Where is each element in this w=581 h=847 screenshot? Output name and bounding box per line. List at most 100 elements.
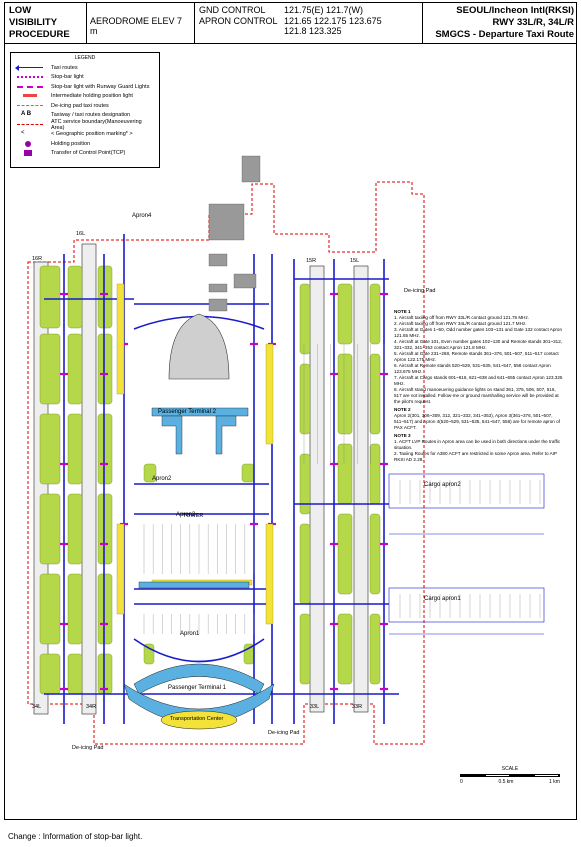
holding-icon <box>15 140 47 147</box>
legend-item-arrow-blue: Taxi routes <box>15 63 155 73</box>
runway-16r-34l <box>33 261 49 715</box>
terminal1-label: Passenger Terminal 1 <box>168 685 226 691</box>
apron4-label: Apron4 <box>132 213 152 219</box>
grass-area <box>97 573 113 645</box>
control-row: GND CONTROL 121.75(E) 121.7(W) <box>199 5 418 16</box>
aerodrome-elevation: AERODROME ELEV 7 m <box>87 3 195 43</box>
chart-title: SEOUL/Incheon Intl(RKSI) RWY 33L/R, 34L/… <box>423 3 578 43</box>
legend-label: < Geographic position marking* > <box>51 131 133 138</box>
grass-area <box>369 443 381 505</box>
legend-ab: A B <box>21 111 32 118</box>
grass-area <box>97 333 113 405</box>
text-ab-icon: A B <box>15 111 47 118</box>
control-row: 121.8 123.325 <box>199 26 418 37</box>
legend-label: Stop-bar light with Runway Guard Lights <box>51 83 150 90</box>
grass-area <box>143 463 157 483</box>
control-label <box>199 26 284 37</box>
atc-boundary-icon <box>15 122 47 128</box>
grass-area <box>67 493 83 565</box>
arrow-blue-icon <box>15 64 47 71</box>
chart-subtitle: SMGCS - Departure Taxi Route <box>435 29 574 40</box>
note2-title: NOTE 2 <box>394 407 411 412</box>
passenger-terminal-2 <box>151 313 249 455</box>
grass-area <box>337 613 353 685</box>
legend-item-text-ab: A B Taxiway / taxi routes designation <box>15 111 155 121</box>
grass-area <box>97 265 113 329</box>
note2-text: Apron 2(301, 306~309, 312, 321~332, 341~… <box>394 413 560 430</box>
runway-16l-34r <box>81 243 97 715</box>
control-frequency: 121.8 123.325 <box>284 26 342 36</box>
grass-area <box>337 443 353 505</box>
grass-area <box>369 613 381 685</box>
apron3-label: Apron3 <box>176 512 196 518</box>
note1-item: 6. Aircraft at Remote stands 520~529, 53… <box>394 363 551 374</box>
runway-designators: RWY 33L/R, 34L/R <box>492 17 574 28</box>
grass-area <box>39 413 61 485</box>
geo-icon: < <box>21 130 25 137</box>
legend-label: Holding position <box>51 140 91 147</box>
rwy-34l-label: 34L <box>32 704 42 710</box>
concourse <box>138 581 250 589</box>
runway-15l-33r <box>353 265 369 713</box>
deice-icon <box>15 103 47 109</box>
scale-left: 0 <box>460 779 463 785</box>
legend-label: Taxi routes <box>51 64 78 71</box>
grass-area <box>39 493 61 565</box>
rwy-33l-label: 33L <box>310 704 320 710</box>
scale-title: SCALE <box>501 766 519 772</box>
legend-item-stopbar-guard: Stop-bar light with Runway Guard Lights <box>15 82 155 92</box>
scale-mid: 0.5 km <box>498 779 514 785</box>
legend-label: Stop-bar light <box>51 74 84 81</box>
grass-area <box>299 523 311 605</box>
grass-area <box>97 493 113 565</box>
cargo-apron1-label: Cargo apron1 <box>424 596 461 602</box>
note1-item: 1. Aircraft taxiing off from RWY 33L/R c… <box>394 315 530 320</box>
grass-area <box>299 453 311 515</box>
legend-item-atc-boundary: ATC service boundary(Manoeuvering Area) <box>15 118 155 131</box>
grass-area <box>299 283 311 355</box>
runways <box>33 243 369 715</box>
note1-item: 7. Aircraft at Cargo stands 601~616, 621… <box>394 375 563 386</box>
deice-label-ne: De-icing Pad <box>404 288 436 294</box>
legend-item-holding: Holding position <box>15 139 155 149</box>
note1-item: 4. Aircraft at Gate 101, Even number gat… <box>394 339 563 350</box>
airport-name: SEOUL/Incheon Intl(RKSI) <box>456 5 574 16</box>
apron-stands <box>143 344 541 634</box>
change-note: Change : Information of stop-bar light. <box>8 832 143 841</box>
control-frequency: 121.75(E) 121.7(W) <box>284 5 364 15</box>
apron1-label: Apron1 <box>180 631 200 637</box>
legend-item-deice: De-icing pad taxi routes <box>15 101 155 111</box>
grass-area <box>337 513 353 595</box>
legend-title: LEGEND <box>74 55 96 61</box>
terminal2-label: Passenger Terminal 2 <box>158 409 216 415</box>
grass-area <box>67 265 83 329</box>
legend-label: Intermediate holding position light <box>51 93 133 100</box>
passenger-terminal-1 <box>123 663 275 730</box>
grass-area <box>369 513 381 595</box>
deice-label-s: De-icing Pad <box>268 730 300 736</box>
scale-right: 1 km <box>549 779 560 785</box>
note1-item: 3. Aircraft at Gates 1~50, Odd number ga… <box>394 327 563 338</box>
header-divider <box>5 43 576 44</box>
grass-area <box>67 333 83 405</box>
control-label: GND CONTROL <box>199 5 266 15</box>
grass-area <box>39 653 61 695</box>
control-frequency: 121.65 122.175 123.675 <box>284 15 382 26</box>
tower-label: TOWER <box>183 513 204 519</box>
grass-area <box>67 653 83 695</box>
rwy-15l-label: 15L <box>350 258 360 264</box>
legend-label: Taxiway / taxi routes designation <box>51 112 131 119</box>
legend-label: Transfer of Control Point(TCP) <box>51 150 126 157</box>
tcp-icon <box>15 150 47 157</box>
scale-bar: SCALE 0 0.5 km 1 km <box>460 766 560 785</box>
cargo-apron2-label: Cargo apron2 <box>424 482 461 488</box>
taxi-routes <box>44 234 399 724</box>
rwy-34r-label: 34R <box>86 704 97 710</box>
deice-label-sw: De-icing Pad <box>72 745 104 751</box>
rwy-16l-label: 16L <box>76 231 86 237</box>
legend-label: ATC service boundary(Manoeuvering Area) <box>51 118 142 131</box>
grass-area <box>369 283 381 345</box>
notes-panel: NOTE 1 1. Aircraft taxiing off from RWY … <box>394 307 564 463</box>
